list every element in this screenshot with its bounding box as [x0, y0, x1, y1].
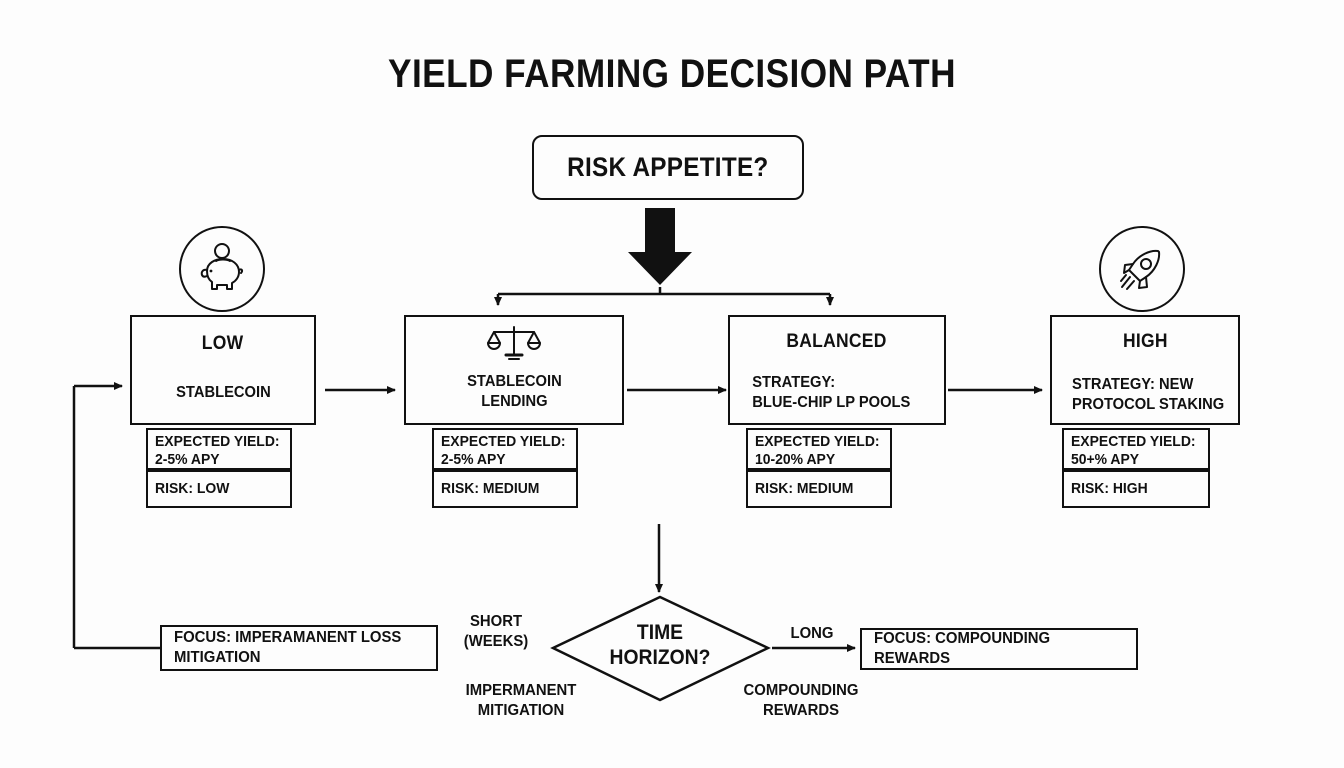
risk-badge-balanced: RISK: MEDIUM [746, 470, 892, 508]
risk-label-lending: RISK: MEDIUM [441, 479, 540, 497]
branch-strategy-stablecoin-lending: STABLECOIN LENDING [467, 372, 562, 413]
edge-label-long: LONG [790, 625, 834, 642]
risk-label-balanced: RISK: MEDIUM [755, 479, 854, 497]
risk-badge-lending: RISK: MEDIUM [432, 470, 578, 508]
edge-label-compounding-line2: REWARDS [762, 702, 840, 719]
edge-label-impermanent-mitigation: IMPERMANENT MITIGATION [453, 681, 589, 721]
scales-icon [486, 325, 542, 366]
rocket-icon [1099, 226, 1185, 312]
yield-value-lending: 2-5% APY [441, 451, 506, 469]
page-title: YIELD FARMING DECISION PATH [388, 52, 956, 96]
split-connector [494, 287, 834, 306]
yield-badge-high: EXPECTED YIELD: 50+% APY [1062, 428, 1210, 470]
root-block-arrow [628, 208, 692, 285]
risk-label-high: RISK: HIGH [1071, 479, 1148, 497]
branch-strategy-line1-lending: STABLECOIN [466, 373, 562, 390]
branch-card-low[interactable]: LOW STABLECOIN [130, 315, 316, 425]
yield-badge-balanced: EXPECTED YIELD: 10-20% APY [746, 428, 892, 470]
edge-label-short-line2: (WEEKS) [463, 633, 529, 650]
yield-label-lending: EXPECTED YIELD: [441, 433, 566, 450]
branch-heading-low: LOW [202, 333, 244, 354]
branch-strategy-balanced: STRATEGY: BLUE-CHIP LP POOLS [738, 373, 911, 414]
feedback-loop-connector [72, 382, 160, 650]
risk-label-low: RISK: LOW [155, 479, 230, 497]
outcome-box-impermanent-loss[interactable]: FOCUS: IMPERAMANENT LOSS MITIGATION [160, 625, 438, 671]
branch-strategy-line2-balanced: BLUE-CHIP LP POOLS [752, 394, 911, 412]
outcome-left-line1: FOCUS: IMPERAMANENT LOSS [174, 628, 402, 646]
yield-value-balanced: 10-20% APY [755, 451, 836, 469]
time-horizon-label-line2: HORIZON? [609, 646, 711, 670]
decision-node-label: RISK APPETITE? [567, 152, 769, 182]
edge-label-compounding-line1: COMPOUNDING [743, 682, 859, 699]
branch-strategy-line2-lending: LENDING [480, 393, 548, 411]
branch-strategy-line1-balanced: STRATEGY: [752, 374, 836, 391]
yield-label-high: EXPECTED YIELD: [1071, 433, 1196, 450]
decision-node-risk-appetite[interactable]: RISK APPETITE? [532, 135, 804, 200]
outcome-left-line2: MITIGATION [174, 649, 261, 666]
yield-badge-low: EXPECTED YIELD: 2-5% APY [146, 428, 292, 470]
piggy-bank-icon [179, 226, 265, 312]
yield-label-balanced: EXPECTED YIELD: [755, 433, 880, 450]
risk-badge-low: RISK: LOW [146, 470, 292, 508]
branch-heading-high: HIGH [1122, 331, 1168, 352]
branch-heading-balanced: BALANCED [786, 331, 888, 352]
yield-value-high: 50+% APY [1071, 451, 1140, 469]
edge-label-compounding-rewards: COMPOUNDING REWARDS [732, 681, 870, 721]
branch-strategy-low: STABLECOIN [175, 384, 271, 401]
branch-card-stablecoin-lending[interactable]: STABLECOIN LENDING [404, 315, 624, 425]
branch-card-balanced[interactable]: BALANCED STRATEGY: BLUE-CHIP LP POOLS [728, 315, 946, 425]
risk-badge-high: RISK: HIGH [1062, 470, 1210, 508]
branch-strategy-high: STRATEGY: NEW PROTOCOL STAKING [1059, 375, 1224, 416]
edge-label-short: SHORT (WEEKS) [453, 612, 539, 652]
branch-strategy-line1-high: STRATEGY: NEW [1072, 376, 1194, 393]
yield-label-low: EXPECTED YIELD: [155, 433, 280, 450]
yield-value-low: 2-5% APY [155, 451, 220, 469]
branch-card-high[interactable]: HIGH STRATEGY: NEW PROTOCOL STAKING [1050, 315, 1240, 425]
time-horizon-label-line1: TIME [636, 621, 684, 644]
branch-strategy-line2-high: PROTOCOL STAKING [1072, 396, 1225, 414]
outcome-right-label: FOCUS: COMPOUNDING REWARDS [874, 629, 1051, 667]
edge-label-impermanent-line2: MITIGATION [477, 702, 565, 719]
edge-label-short-line1: SHORT [469, 613, 523, 630]
yield-badge-lending: EXPECTED YIELD: 2-5% APY [432, 428, 578, 470]
edge-label-impermanent-line1: IMPERMANENT [465, 682, 577, 699]
decision-node-time-horizon-label: TIME HORIZON? [562, 620, 759, 670]
outcome-box-compounding-rewards[interactable]: FOCUS: COMPOUNDING REWARDS [860, 628, 1138, 670]
